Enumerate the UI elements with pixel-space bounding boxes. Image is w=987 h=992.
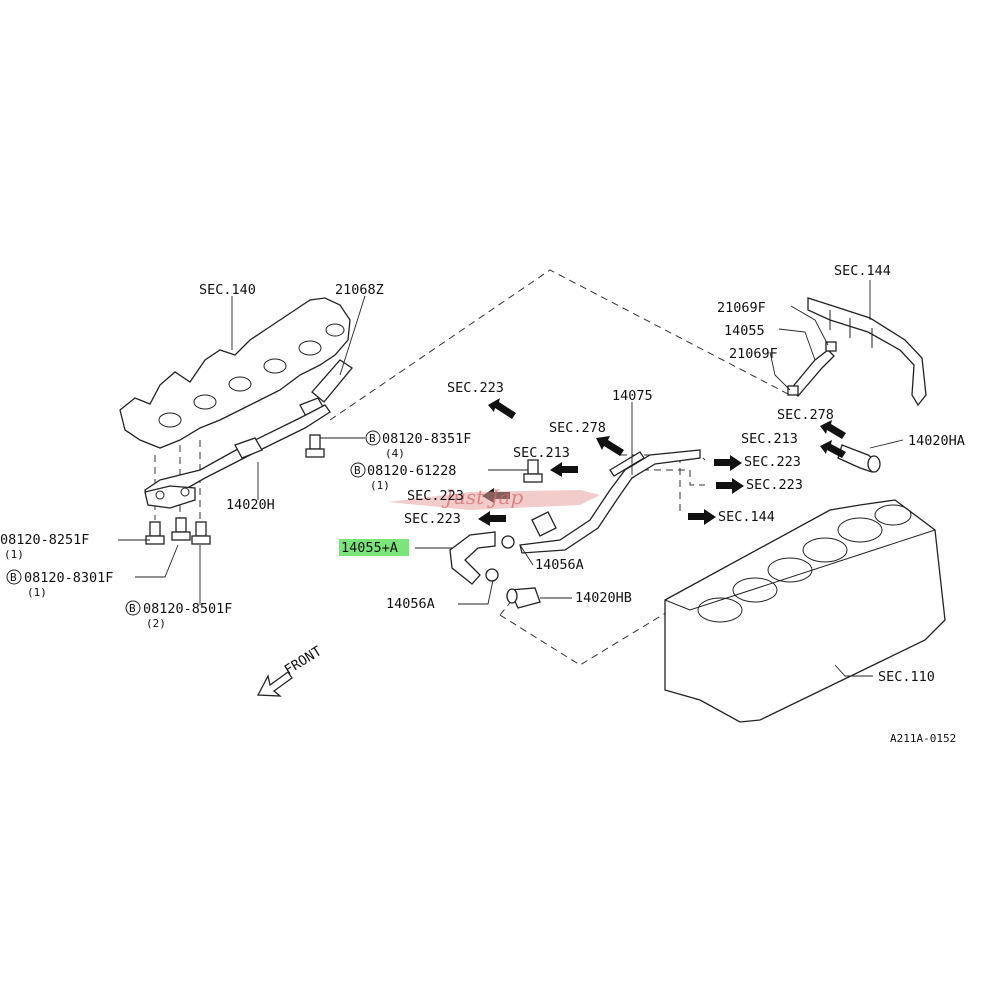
label-14020h: 14020H bbox=[226, 497, 275, 513]
diagram-code: A211A-0152 bbox=[890, 732, 956, 745]
label-21069f: 21069F bbox=[729, 346, 778, 362]
b-marker: B bbox=[369, 432, 376, 445]
label-08120-8251f: 08120-8251F bbox=[0, 532, 89, 548]
b-marker: B bbox=[354, 464, 361, 477]
highlight-marker bbox=[339, 539, 409, 556]
bypass-pipe-14075 bbox=[519, 449, 701, 554]
label-sec223: SEC.223 bbox=[407, 488, 464, 504]
label-qty: (1) bbox=[370, 479, 390, 492]
label-qty: (2) bbox=[146, 617, 166, 630]
label-sec213: SEC.213 bbox=[513, 445, 570, 461]
label-sec140: SEC.140 bbox=[199, 282, 256, 298]
label-08120-8351f: 08120-8351F bbox=[382, 431, 471, 447]
label-qty: (1) bbox=[27, 586, 47, 599]
hose-14055a bbox=[449, 531, 515, 585]
watermark-text: Just Jap bbox=[441, 485, 523, 509]
label-sec223: SEC.223 bbox=[746, 477, 803, 493]
label-21069f: 21069F bbox=[717, 300, 766, 316]
bolt-markers: B B B B bbox=[6, 430, 381, 616]
hose-14055 bbox=[787, 341, 837, 397]
label-sec110: SEC.110 bbox=[878, 669, 935, 685]
b-marker: B bbox=[129, 602, 136, 615]
label-qty: (1) bbox=[4, 548, 24, 561]
label-sec278: SEC.278 bbox=[777, 407, 834, 423]
label-sec144: SEC.144 bbox=[718, 509, 775, 525]
label-14020hb: 14020HB bbox=[575, 590, 632, 606]
label-qty: (4) bbox=[385, 447, 405, 460]
watermark: Just Jap bbox=[388, 485, 600, 510]
intake-manifold bbox=[119, 297, 351, 449]
front-indicator: FRONT bbox=[256, 643, 325, 697]
label-08120-8501f: 08120-8501F bbox=[143, 601, 232, 617]
b-marker: B bbox=[10, 571, 17, 584]
water-pipe-14020h bbox=[144, 404, 331, 509]
label-14056a: 14056A bbox=[386, 596, 435, 612]
label-14055: 14055 bbox=[724, 323, 765, 339]
label-sec144: SEC.144 bbox=[834, 263, 891, 279]
label-sec223: SEC.223 bbox=[447, 380, 504, 396]
part-labels: SEC.140 21068Z 08120-8351F (4) 08120-612… bbox=[0, 263, 965, 745]
label-14055a: 14055+A bbox=[341, 540, 398, 556]
label-14075: 14075 bbox=[612, 388, 653, 404]
label-14020ha: 14020HA bbox=[908, 433, 965, 449]
label-14056a: 14056A bbox=[535, 557, 584, 573]
label-sec223: SEC.223 bbox=[744, 454, 801, 470]
label-21068z: 21068Z bbox=[335, 282, 384, 298]
fitting-14020hb bbox=[506, 587, 541, 609]
bolts-left bbox=[145, 434, 543, 545]
harness-bracket bbox=[807, 297, 927, 407]
leader-lines bbox=[118, 280, 904, 677]
label-08120-61228: 08120-61228 bbox=[367, 463, 456, 479]
front-label: FRONT bbox=[282, 643, 325, 678]
label-sec213: SEC.213 bbox=[741, 431, 798, 447]
label-sec223: SEC.223 bbox=[404, 511, 461, 527]
label-08120-8301f: 08120-8301F bbox=[24, 570, 113, 586]
label-sec278: SEC.278 bbox=[549, 420, 606, 436]
fitting-14020ha bbox=[837, 444, 881, 473]
cylinder-block bbox=[664, 499, 946, 723]
